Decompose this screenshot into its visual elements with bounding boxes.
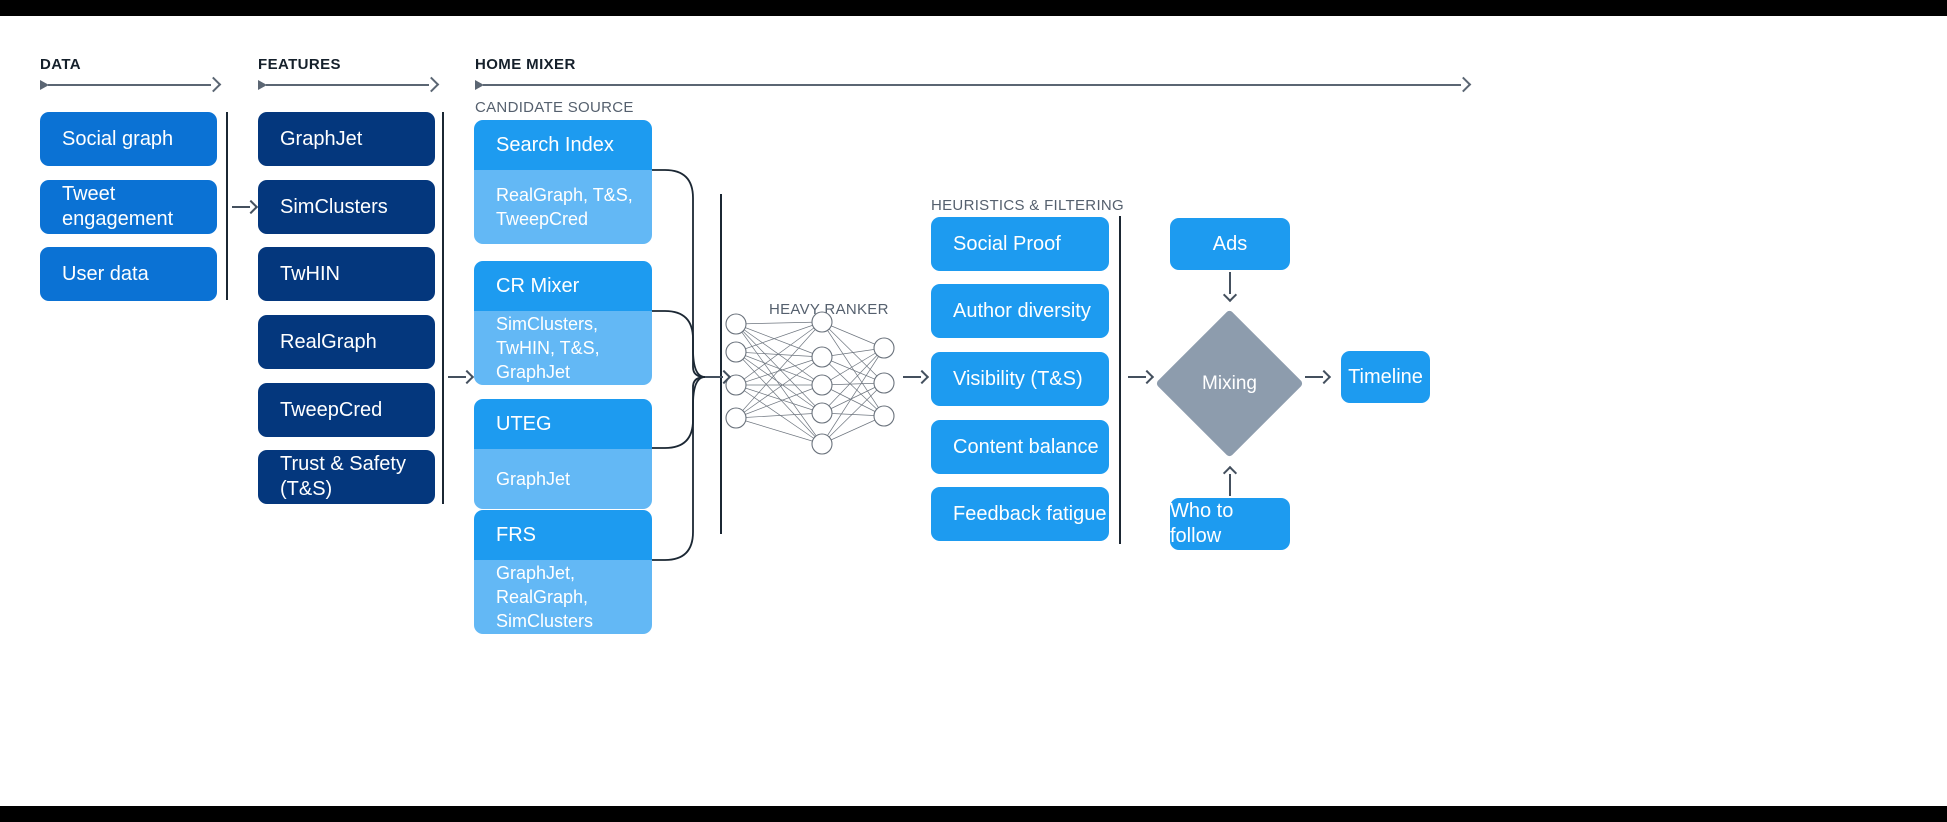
arrow-line [705,376,723,378]
subsection-title-heavy-ranker: HEAVY RANKER [769,301,889,318]
candidate-source-features: SimClusters, TwHIN, T&S, GraphJet [474,311,652,385]
axis-start-marker [40,80,49,90]
candidate-source-card-1[interactable]: CR Mixer SimClusters, TwHIN, T&S, GraphJ… [474,261,652,385]
bracket-search-index [652,169,706,378]
candidate-source-title: UTEG [474,399,652,449]
heuristic-box-label: Visibility (T&S) [953,367,1083,390]
arrow-ads-to-mixing [1224,272,1236,302]
divider-heuristics-mixing [1119,216,1121,544]
axis-arrow-data [40,78,220,92]
axis-line [266,84,429,86]
arrow-line [1305,376,1323,378]
data-box-1[interactable]: Tweet engagement [40,180,217,234]
candidate-source-card-3[interactable]: FRS GraphJet, RealGraph, SimClusters [474,510,652,634]
heuristic-box-label: Feedback fatigue [953,502,1107,525]
arrow-line [232,206,250,208]
arrow-mixing-to-timeline [1305,371,1331,383]
output-box-label: Who to follow [1170,500,1234,547]
arrow-head [1224,291,1235,302]
candidate-source-features: RealGraph, T&S, TweepCred [474,170,652,244]
data-box-2[interactable]: User data [40,247,217,301]
feature-box-label: GraphJet [280,127,363,150]
arrow-ranker-to-heuristics [903,371,929,383]
feature-box-3[interactable]: RealGraph [258,315,435,369]
divider-data-features [226,112,228,300]
divider-candidate-ranker [720,194,722,534]
arrow-head [1143,371,1154,382]
bracket-cr-mixer [652,310,706,378]
data-box-0[interactable]: Social graph [40,112,217,166]
arrow-heuristics-to-mixing [1128,371,1154,383]
arrow-features-to-candidate [448,371,474,383]
heuristic-box-3[interactable]: Content balance [931,420,1109,474]
feature-box-4[interactable]: TweepCred [258,383,435,437]
heuristic-box-label: Author diversity [953,299,1091,322]
mixing-label: Mixing [1202,372,1257,394]
axis-line [48,84,211,86]
feature-box-label: RealGraph [280,330,377,353]
axis-arrowhead [1459,79,1470,90]
output-box-timeline[interactable]: Timeline [1341,351,1430,403]
divider-features-candidate [442,112,444,504]
arrow-line [1229,272,1231,294]
axis-arrowhead [209,79,220,90]
arrow-line [448,376,466,378]
diagram-canvas: DATA FEATURES HOME MIXER CANDIDATE SOURC… [0,16,1947,806]
heuristic-box-label: Content balance [953,435,1099,458]
feature-box-1[interactable]: SimClusters [258,180,435,234]
axis-arrowhead [427,79,438,90]
subsection-title-candidate-source: CANDIDATE SOURCE [475,99,634,116]
output-box-label: Timeline [1348,365,1423,388]
data-box-label: Tweet engagement [62,183,174,230]
arrow-data-to-features [232,201,258,213]
feature-box-label: Trust & Safety (T&S) [280,453,406,500]
arrow-candidate-to-ranker [705,371,731,383]
subsection-title-heuristics: HEURISTICS & FILTERING [931,197,1125,214]
section-title-data: DATA [40,56,82,73]
arrow-head [720,371,731,382]
arrow-line [1229,474,1231,496]
axis-arrow-features [258,78,438,92]
section-title-home-mixer: HOME MIXER [475,56,576,73]
candidate-source-card-2[interactable]: UTEG GraphJet [474,399,652,509]
axis-line [483,84,1461,86]
arrow-who-to-follow-to-mixing [1224,466,1236,496]
candidate-source-features: GraphJet, RealGraph, SimClusters [474,560,652,634]
arrow-head [1320,371,1331,382]
feature-box-label: TweepCred [280,398,383,421]
output-box-ads[interactable]: Ads [1170,218,1290,270]
heuristic-box-1[interactable]: Author diversity [931,284,1109,338]
feature-box-label: SimClusters [280,195,388,218]
heuristic-box-label: Social Proof [953,232,1061,255]
feature-box-5[interactable]: Trust & Safety (T&S) [258,450,435,504]
section-title-features: FEATURES [258,56,341,73]
feature-box-label: TwHIN [280,262,340,285]
axis-start-marker [258,80,267,90]
heavy-ranker-network [725,311,895,455]
arrow-line [1128,376,1146,378]
data-box-label: User data [62,262,149,285]
candidate-source-title: FRS [474,510,652,560]
candidate-source-title: Search Index [474,120,652,170]
bracket-uteg [652,376,706,449]
candidate-source-card-0[interactable]: Search Index RealGraph, T&S, TweepCred [474,120,652,244]
candidate-source-features: GraphJet [474,449,652,509]
arrow-head [247,201,258,212]
arrow-line [903,376,921,378]
feature-box-0[interactable]: GraphJet [258,112,435,166]
heuristic-box-4[interactable]: Feedback fatigue [931,487,1109,541]
data-box-label: Social graph [62,127,174,150]
arrow-head [463,371,474,382]
candidate-source-title: CR Mixer [474,261,652,311]
axis-start-marker [475,80,484,90]
feature-box-2[interactable]: TwHIN [258,247,435,301]
output-box-label: Ads [1212,232,1248,255]
bracket-frs [652,376,706,561]
arrow-head [918,371,929,382]
output-box-who-to-follow[interactable]: Who to follow [1170,498,1290,550]
heuristic-box-2[interactable]: Visibility (T&S) [931,352,1109,406]
arrow-head [1224,466,1235,477]
heuristic-box-0[interactable]: Social Proof [931,217,1109,271]
axis-arrow-home-mixer [475,78,1470,92]
